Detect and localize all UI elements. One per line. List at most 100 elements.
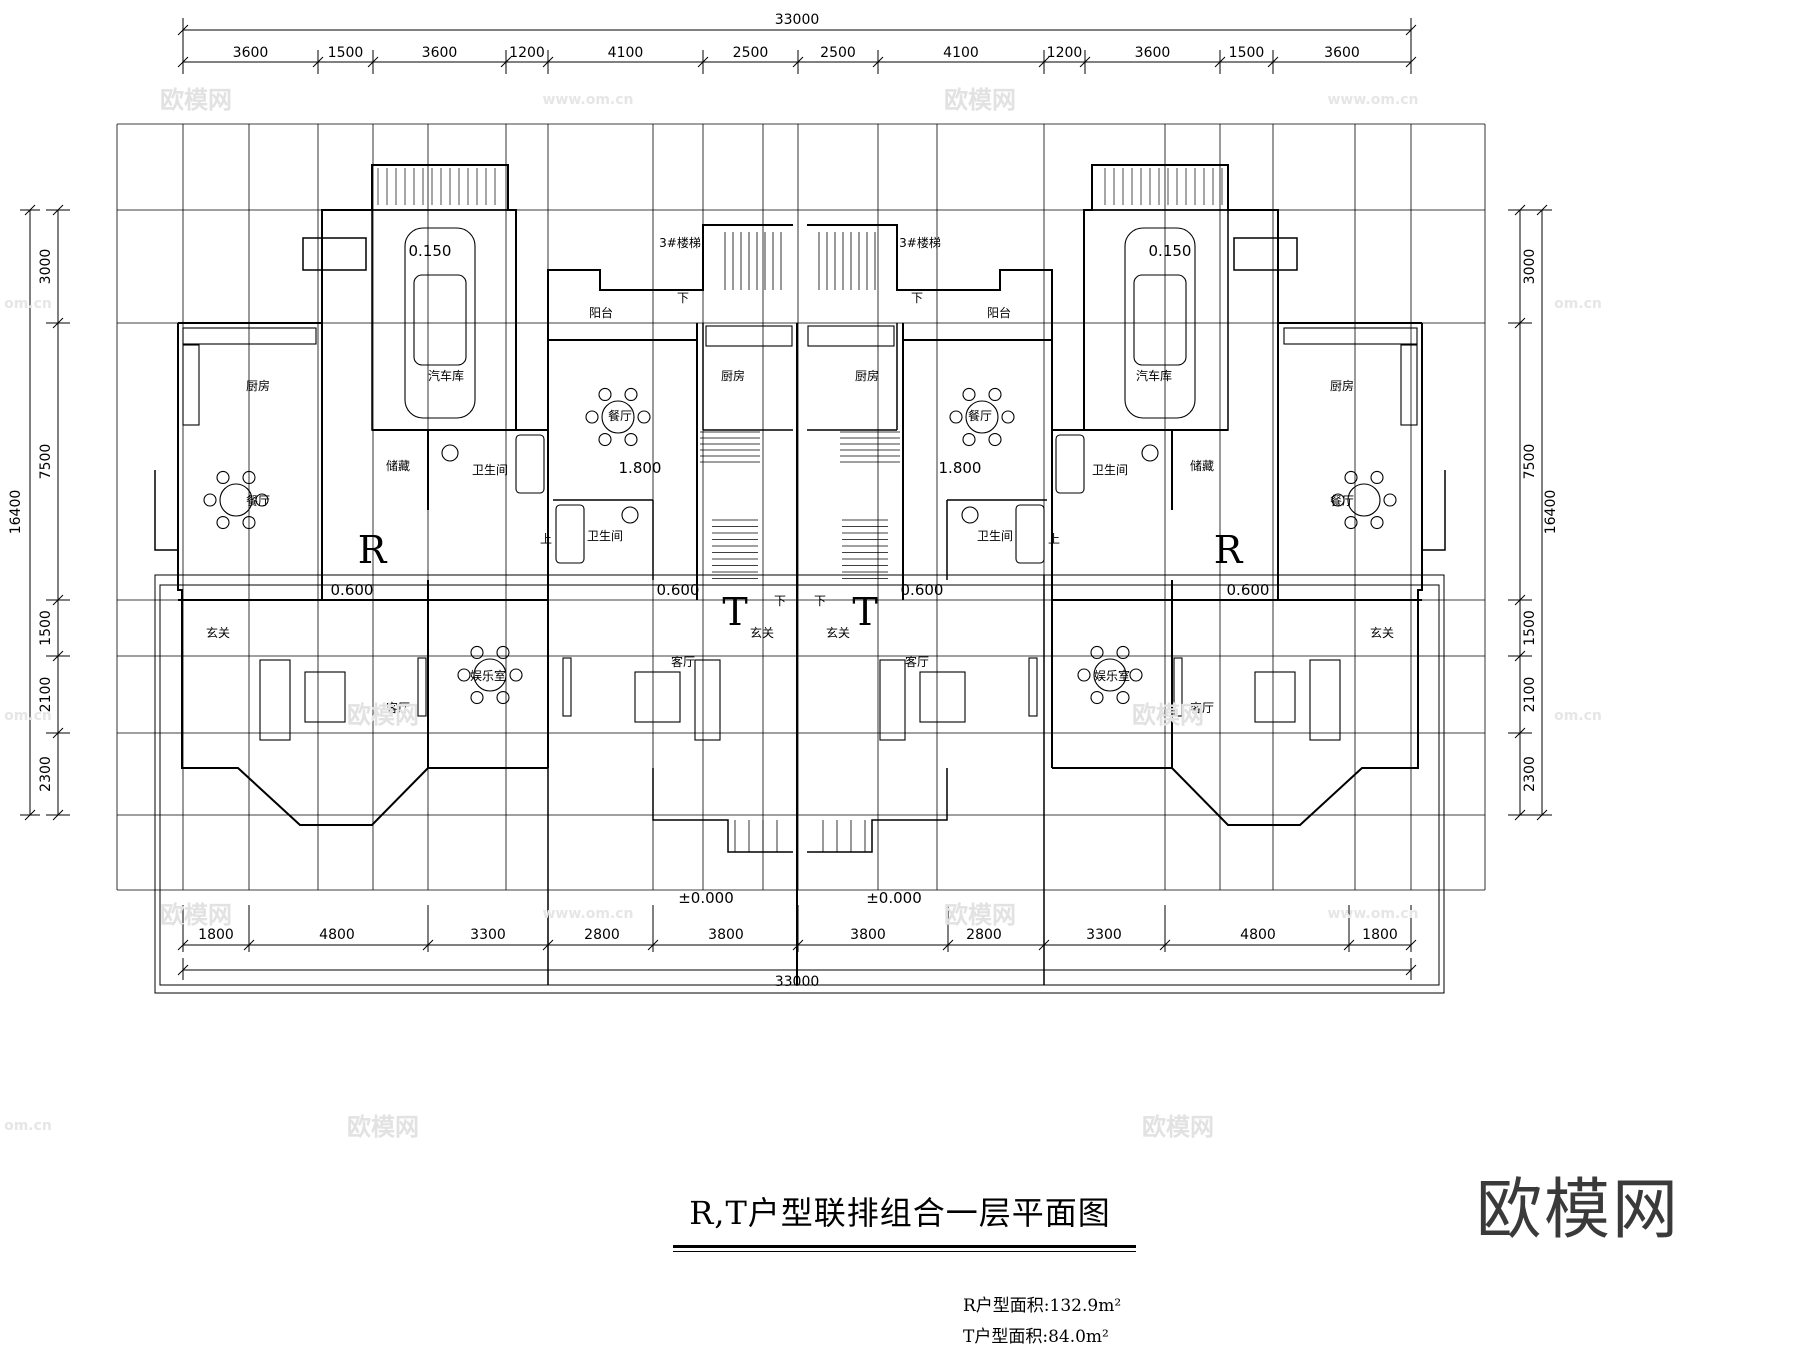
- chair: [637, 410, 651, 424]
- terrace: [302, 237, 367, 271]
- dim-slash: [52, 204, 64, 216]
- chair: [1116, 645, 1130, 660]
- dim-label-top: 1200: [1047, 45, 1083, 61]
- chair: [216, 470, 230, 485]
- dim-slash: [1536, 204, 1548, 216]
- dim-label-side: 2300: [38, 756, 54, 792]
- chair: [1383, 493, 1397, 507]
- watermark: 欧模网: [944, 901, 1016, 929]
- room-dining: 餐厅: [246, 493, 270, 508]
- room-dining: 餐厅: [608, 408, 632, 423]
- chair: [1001, 410, 1015, 424]
- dim-label-bottom: 3300: [470, 927, 506, 943]
- dim-slash: [52, 650, 64, 662]
- bathtub: [1055, 434, 1085, 494]
- watermark-url: www.om.cn: [542, 906, 633, 922]
- title-underline-thin: [673, 1251, 1136, 1252]
- chair: [1370, 470, 1384, 485]
- room-bathroom: 卫生间: [977, 529, 1013, 543]
- chair: [496, 645, 510, 660]
- dim-label-side: 1500: [1522, 610, 1538, 646]
- room-foyer: 玄关: [750, 625, 774, 640]
- room-living: 客厅: [671, 654, 695, 669]
- watermark-url-short: om.cn: [4, 1118, 52, 1134]
- level-upper: 1.800: [619, 459, 662, 477]
- room-bathroom: 卫生间: [472, 463, 508, 477]
- dim-slash: [52, 317, 64, 329]
- car-roof: [413, 274, 467, 366]
- window: [417, 657, 427, 717]
- window: [1028, 657, 1038, 717]
- watermark: 欧模网: [160, 901, 232, 929]
- watermark-url-short: om.cn: [4, 708, 52, 724]
- chair: [242, 515, 256, 530]
- level-ground: ±0.000: [866, 889, 922, 907]
- room-living: 客厅: [1190, 700, 1214, 715]
- coffee-table: [304, 671, 346, 723]
- chair: [470, 645, 484, 660]
- dim-slash: [52, 809, 64, 821]
- dim-slash: [177, 56, 189, 68]
- outer-wall: [1083, 164, 1422, 430]
- room-foyer: 玄关: [1370, 625, 1394, 640]
- t-unit-area: T户型面积:84.0m²: [963, 1327, 1109, 1347]
- chair: [1344, 515, 1358, 530]
- unit-label-r: R: [1214, 528, 1244, 572]
- dim-label-side: 2100: [38, 677, 54, 713]
- furniture-fixtures: [182, 227, 1418, 741]
- kitchen-counter: [182, 344, 200, 426]
- dimension-lines: [20, 18, 1552, 980]
- room-storage: 储藏: [386, 458, 410, 473]
- chair: [1090, 690, 1104, 705]
- dim-label-top: 3600: [422, 45, 458, 61]
- chair: [624, 387, 638, 402]
- dim-label-side: 3000: [1522, 249, 1538, 285]
- garage-canopy: [371, 164, 509, 211]
- room-foyer: 玄关: [826, 625, 850, 640]
- dim-slash: [542, 56, 554, 68]
- room-kitchen: 厨房: [855, 368, 879, 383]
- dim-label-side: 7500: [1522, 444, 1538, 480]
- chair: [949, 410, 963, 424]
- unit-label-r: R: [358, 528, 388, 572]
- outer-wall: [177, 323, 548, 826]
- room-dining: 餐厅: [968, 408, 992, 423]
- chair: [1129, 668, 1143, 682]
- dim-label-top: 3600: [1324, 45, 1360, 61]
- porch: [807, 768, 948, 853]
- coffee-table: [919, 671, 966, 723]
- dim-label-bottom: 2800: [584, 927, 620, 943]
- outer-wall: [178, 164, 517, 430]
- level-ground: ±0.000: [678, 889, 734, 907]
- dim-slash: [312, 56, 324, 68]
- walls: [154, 164, 1446, 994]
- room-storage: 储藏: [1190, 458, 1214, 473]
- dim-label-top: 3600: [233, 45, 269, 61]
- chair: [585, 410, 599, 424]
- dim-label-bottom: 3800: [708, 927, 744, 943]
- stair-up: 上: [540, 532, 552, 546]
- chair: [203, 493, 217, 507]
- round-table: [219, 483, 253, 517]
- car-body: [1124, 227, 1196, 419]
- chair: [598, 387, 612, 402]
- sofa: [879, 659, 906, 741]
- washbasin: [441, 444, 459, 462]
- watermark: 欧模网: [160, 86, 232, 114]
- coffee-table: [634, 671, 681, 723]
- dim-slash: [1514, 317, 1526, 329]
- dim-label-bottom: 3300: [1086, 927, 1122, 943]
- chair: [509, 668, 523, 682]
- watermark: 欧模网: [944, 86, 1016, 114]
- stair-down: 下: [774, 594, 786, 608]
- chair: [988, 387, 1002, 402]
- dim-slash: [647, 939, 659, 951]
- watermark: 欧模网: [1142, 1113, 1214, 1141]
- dim-label-overall-top: 33000: [775, 12, 820, 28]
- watermark-url: www.om.cn: [1327, 906, 1418, 922]
- watermark-url-short: om.cn: [1554, 708, 1602, 724]
- dim-slash: [367, 56, 379, 68]
- dim-slash: [1514, 594, 1526, 606]
- dim-slash: [1343, 939, 1355, 951]
- bathtub: [555, 504, 585, 564]
